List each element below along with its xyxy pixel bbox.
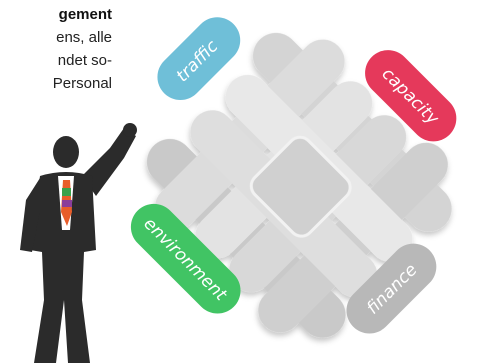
weave-strip: [154, 39, 345, 230]
hand: [123, 123, 137, 137]
text-line-3: Personal: [52, 75, 112, 92]
suit-body: [30, 172, 96, 363]
text-line-1: ens, alle: [56, 29, 112, 46]
tie-stripe: [62, 188, 71, 196]
center-square: [249, 135, 352, 238]
weave-strip: [258, 142, 448, 333]
text-line-2: ndet so-: [57, 52, 112, 69]
lower-arm: [20, 178, 40, 252]
description-text: gement ens, alle ndet so- Personal: [0, 4, 112, 95]
text-heading: gement: [58, 6, 112, 23]
tie-stripe: [62, 200, 72, 207]
raised-arm: [82, 128, 136, 196]
businessman-figure: [20, 123, 137, 363]
head: [53, 136, 79, 168]
